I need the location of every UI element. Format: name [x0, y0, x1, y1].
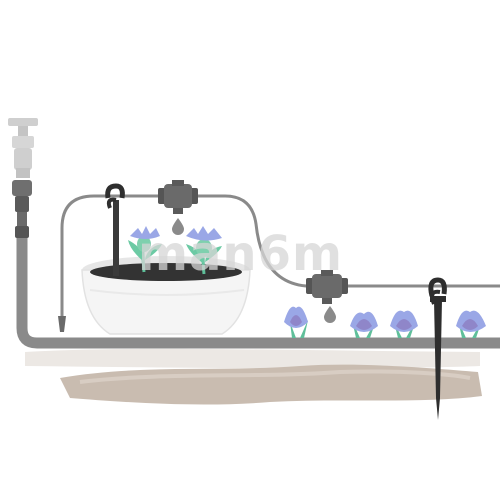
hose-adapter-icon	[12, 180, 32, 238]
cornflower-right	[186, 226, 222, 275]
distribution-line	[198, 194, 500, 288]
water-drop-icon	[172, 218, 184, 235]
water-drop-icon	[324, 306, 336, 323]
main-supply-pipe	[16, 230, 500, 349]
watermark-text: man6m	[138, 226, 343, 282]
end-plug-icon	[58, 316, 66, 332]
inline-dripper-icon	[306, 270, 348, 304]
faucet-icon	[8, 118, 38, 178]
stake-icon	[428, 277, 447, 420]
feeder-line	[60, 194, 158, 318]
crocus-group-2	[350, 311, 378, 338]
stake-icon	[105, 183, 125, 276]
ground	[25, 348, 482, 405]
crocus-group-1	[284, 306, 308, 338]
inline-dripper-icon	[158, 180, 198, 214]
flower-pot	[81, 256, 251, 335]
crocus-group-3	[390, 310, 418, 338]
cornflower-left	[128, 226, 162, 273]
crocus-group-4	[456, 310, 486, 338]
